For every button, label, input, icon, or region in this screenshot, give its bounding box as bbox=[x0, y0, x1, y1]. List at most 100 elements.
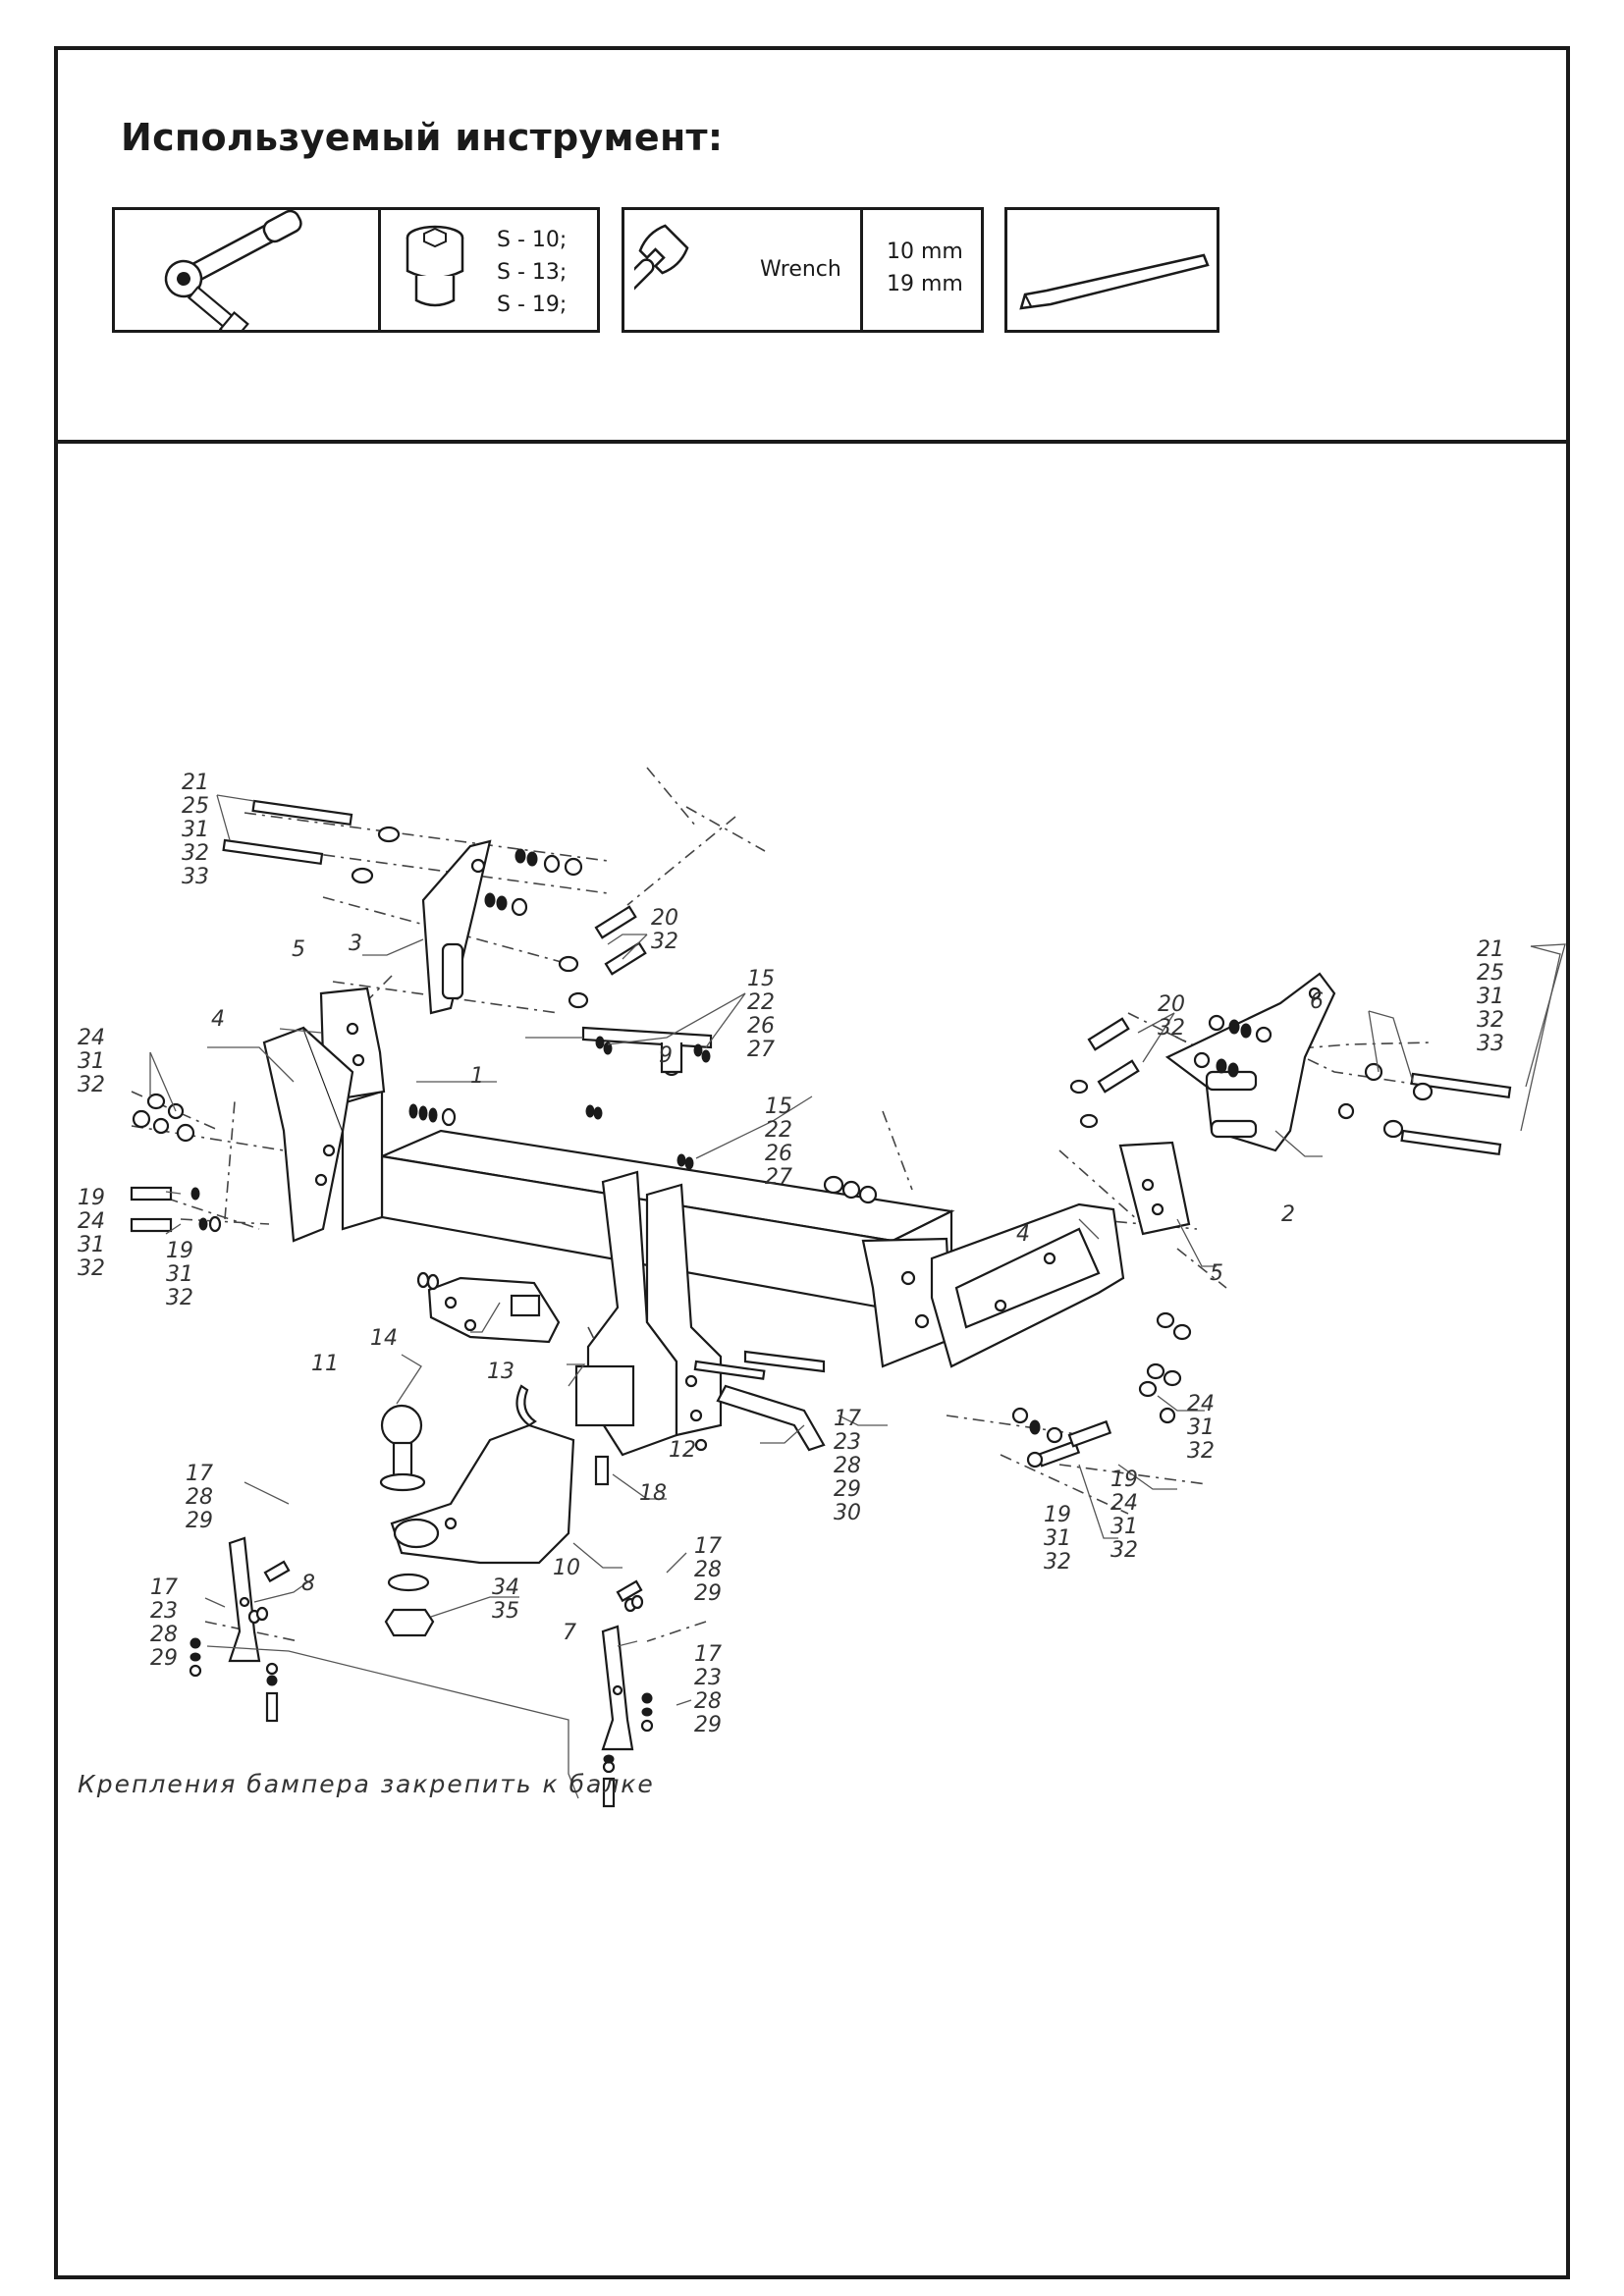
svg-text:28: 28 bbox=[694, 1558, 722, 1582]
wrench-size-19: 19 mm bbox=[887, 272, 963, 296]
label-group-17-left-lower: 17 23 28 29 bbox=[150, 1575, 178, 1671]
svg-text:15: 15 bbox=[765, 1095, 792, 1119]
section-divider bbox=[54, 440, 1570, 444]
svg-text:31: 31 bbox=[1477, 985, 1504, 1009]
label-group-24-left-bottom: 24 31 32 bbox=[78, 1209, 105, 1281]
svg-text:29: 29 bbox=[694, 1713, 722, 1737]
svg-text:31: 31 bbox=[78, 1049, 105, 1074]
label-10: 10 bbox=[553, 1556, 580, 1580]
open-end-wrench-icon bbox=[634, 224, 689, 320]
label-5-right: 5 bbox=[1210, 1261, 1223, 1286]
label-2: 2 bbox=[1281, 1202, 1295, 1227]
svg-text:24: 24 bbox=[1187, 1392, 1215, 1416]
label-group-21-right: 21 25 31 32 33 bbox=[1477, 937, 1504, 1056]
part-13-pin bbox=[515, 1384, 537, 1427]
label-4-right: 4 bbox=[1016, 1222, 1030, 1247]
svg-text:19: 19 bbox=[1110, 1468, 1138, 1492]
svg-text:31: 31 bbox=[78, 1233, 105, 1257]
label-18: 18 bbox=[639, 1481, 667, 1506]
svg-text:35: 35 bbox=[492, 1599, 519, 1624]
tools-heading: Используемый инструмент: bbox=[121, 116, 724, 159]
svg-text:23: 23 bbox=[834, 1430, 861, 1455]
svg-text:17: 17 bbox=[186, 1462, 213, 1486]
short-bolts bbox=[130, 905, 1140, 1808]
label-13: 13 bbox=[487, 1360, 514, 1384]
svg-text:29: 29 bbox=[694, 1581, 722, 1606]
svg-text:17: 17 bbox=[834, 1407, 861, 1431]
long-bolts bbox=[222, 799, 1512, 1380]
svg-text:19: 19 bbox=[166, 1239, 193, 1263]
label-group-17-center: 17 23 28 29 30 bbox=[834, 1407, 861, 1525]
svg-text:25: 25 bbox=[1477, 961, 1504, 986]
tool-box-pry-bar bbox=[1004, 207, 1219, 333]
svg-text:31: 31 bbox=[1044, 1526, 1071, 1551]
label-group-20-right: 20 32 bbox=[1158, 992, 1185, 1041]
svg-text:19: 19 bbox=[1044, 1503, 1071, 1527]
label-group-17-left-upper: 17 28 29 bbox=[186, 1462, 213, 1533]
svg-text:20: 20 bbox=[651, 906, 678, 931]
svg-text:31: 31 bbox=[166, 1262, 193, 1287]
svg-text:15: 15 bbox=[747, 967, 775, 991]
svg-text:32: 32 bbox=[1044, 1550, 1071, 1575]
tool-cell-sockets: S - 10; S - 13; S - 19; bbox=[378, 210, 603, 330]
label-6: 6 bbox=[1310, 989, 1324, 1014]
svg-text:21: 21 bbox=[182, 771, 209, 795]
label-group-15-middle: 15 22 26 27 bbox=[765, 1095, 792, 1190]
svg-text:29: 29 bbox=[150, 1646, 178, 1671]
label-12: 12 bbox=[669, 1438, 696, 1463]
bumper-mount-note: Крепления бампера закрепить к балке bbox=[78, 1770, 655, 1798]
part-7-bumper-bracket bbox=[601, 1625, 634, 1751]
label-7: 7 bbox=[563, 1621, 576, 1645]
part-8-bumper-bracket bbox=[228, 1536, 261, 1663]
pry-bar-icon bbox=[1019, 253, 1210, 310]
label-19-left: 19 bbox=[78, 1186, 105, 1210]
svg-text:32: 32 bbox=[651, 930, 678, 954]
socket-sizes: S - 10; S - 13; S - 19; bbox=[497, 224, 567, 321]
svg-text:28: 28 bbox=[186, 1485, 213, 1510]
tool-cell-wrench: Wrench bbox=[624, 210, 860, 330]
svg-text:22: 22 bbox=[747, 990, 775, 1015]
svg-text:33: 33 bbox=[182, 865, 209, 889]
svg-text:26: 26 bbox=[747, 1014, 775, 1039]
svg-text:28: 28 bbox=[150, 1623, 178, 1647]
part-14-electrical-plate bbox=[427, 1276, 561, 1344]
label-11: 11 bbox=[311, 1352, 339, 1376]
svg-text:27: 27 bbox=[765, 1165, 792, 1190]
svg-text:30: 30 bbox=[834, 1501, 861, 1525]
svg-text:31: 31 bbox=[182, 818, 209, 842]
svg-text:32: 32 bbox=[1187, 1439, 1215, 1464]
svg-text:32: 32 bbox=[1158, 1016, 1185, 1041]
part-5-right-plate bbox=[1118, 1141, 1191, 1236]
label-group-34: 34 35 bbox=[492, 1575, 519, 1624]
label-group-24-right: 24 31 32 bbox=[1187, 1392, 1215, 1464]
part-9-plate bbox=[581, 1026, 713, 1077]
svg-text:32: 32 bbox=[182, 841, 209, 866]
svg-text:32: 32 bbox=[166, 1286, 193, 1310]
svg-text:32: 32 bbox=[1477, 1008, 1504, 1033]
socket-size-13: S - 13; bbox=[497, 260, 568, 285]
svg-text:24: 24 bbox=[78, 1026, 105, 1050]
label-group-24-left-top: 24 31 32 bbox=[78, 1026, 105, 1097]
svg-text:33: 33 bbox=[1477, 1032, 1504, 1056]
svg-text:34: 34 bbox=[492, 1575, 519, 1600]
svg-text:29: 29 bbox=[834, 1477, 861, 1502]
svg-text:27: 27 bbox=[747, 1038, 775, 1062]
tool-box-ratchet-sockets: S - 10; S - 13; S - 19; bbox=[112, 207, 603, 343]
svg-text:26: 26 bbox=[765, 1142, 792, 1166]
wrench-size-10: 10 mm bbox=[887, 240, 963, 264]
label-group-15-top: 15 22 26 27 bbox=[747, 967, 775, 1062]
svg-text:24: 24 bbox=[1110, 1491, 1138, 1516]
part-labels: 21 25 31 32 33 3 5 4 20 32 24 31 32 19 2… bbox=[78, 771, 1504, 1737]
svg-text:20: 20 bbox=[1158, 992, 1185, 1017]
socket-size-10: S - 10; bbox=[497, 228, 568, 252]
svg-text:31: 31 bbox=[1187, 1415, 1215, 1440]
svg-text:21: 21 bbox=[1477, 937, 1504, 962]
label-14: 14 bbox=[370, 1326, 398, 1351]
svg-text:23: 23 bbox=[150, 1599, 178, 1624]
part-3-left-side-bracket bbox=[421, 839, 492, 1015]
svg-text:32: 32 bbox=[1110, 1538, 1138, 1563]
label-8: 8 bbox=[301, 1572, 315, 1596]
label-9: 9 bbox=[659, 1043, 673, 1068]
part-2-right-side-bracket bbox=[1164, 972, 1336, 1152]
label-5-left: 5 bbox=[292, 937, 305, 962]
